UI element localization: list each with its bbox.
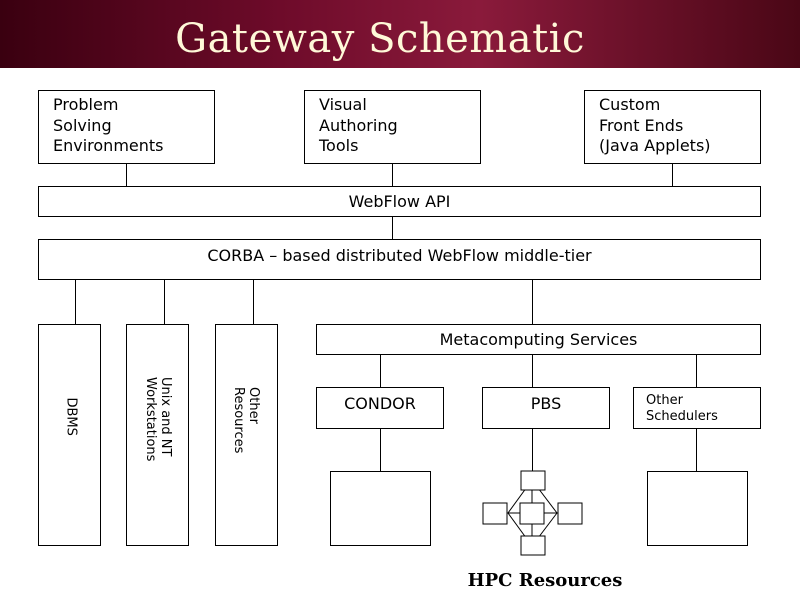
pbs-node-top xyxy=(520,470,546,491)
connector-pse-api xyxy=(126,163,127,186)
other-resources-column: Other Resources xyxy=(215,324,278,546)
other-schedulers-box: Other Schedulers xyxy=(633,387,761,429)
connector-meta-other-sched xyxy=(696,354,697,387)
dbms-column: DBMS xyxy=(38,324,101,546)
connector-condor-machine xyxy=(380,428,381,471)
webflow-api-box: WebFlow API xyxy=(38,186,761,217)
connector-other-sched-machine xyxy=(696,428,697,471)
condor-machine-box xyxy=(330,471,431,546)
pbs-node-center xyxy=(519,502,545,525)
unix-nt-workstations-column: Unix and NT Workstations xyxy=(126,324,189,546)
custom-front-ends-box: Custom Front Ends (Java Applets) xyxy=(584,90,761,164)
metacomputing-services-box: Metacomputing Services xyxy=(316,324,761,355)
pbs-node-right xyxy=(557,502,583,525)
connector-corba-dbms xyxy=(75,279,76,324)
connector-corba-meta xyxy=(532,279,533,324)
connector-custom-api xyxy=(672,163,673,186)
pbs-node-bottom xyxy=(520,535,546,556)
connector-corba-other-resources xyxy=(253,279,254,324)
hpc-resources-caption: HPC Resources xyxy=(467,570,623,591)
header-bar: Gateway Schematic xyxy=(0,0,800,68)
connector-api-corba xyxy=(392,216,393,239)
corba-middle-tier-box: CORBA – based distributed WebFlow middle… xyxy=(38,239,761,280)
pbs-box: PBS xyxy=(482,387,610,429)
connector-meta-pbs xyxy=(532,354,533,387)
visual-authoring-tools-box: Visual Authoring Tools xyxy=(304,90,481,164)
connector-pbs-machine xyxy=(532,428,533,471)
condor-box: CONDOR xyxy=(316,387,444,429)
pbs-node-left xyxy=(482,502,508,525)
connector-visual-api xyxy=(392,163,393,186)
page-title: Gateway Schematic xyxy=(175,16,585,62)
connector-corba-unix xyxy=(164,279,165,324)
connector-meta-condor xyxy=(380,354,381,387)
problem-solving-environments-box: Problem Solving Environments xyxy=(38,90,215,164)
other-scheduler-machine-box xyxy=(647,471,748,546)
